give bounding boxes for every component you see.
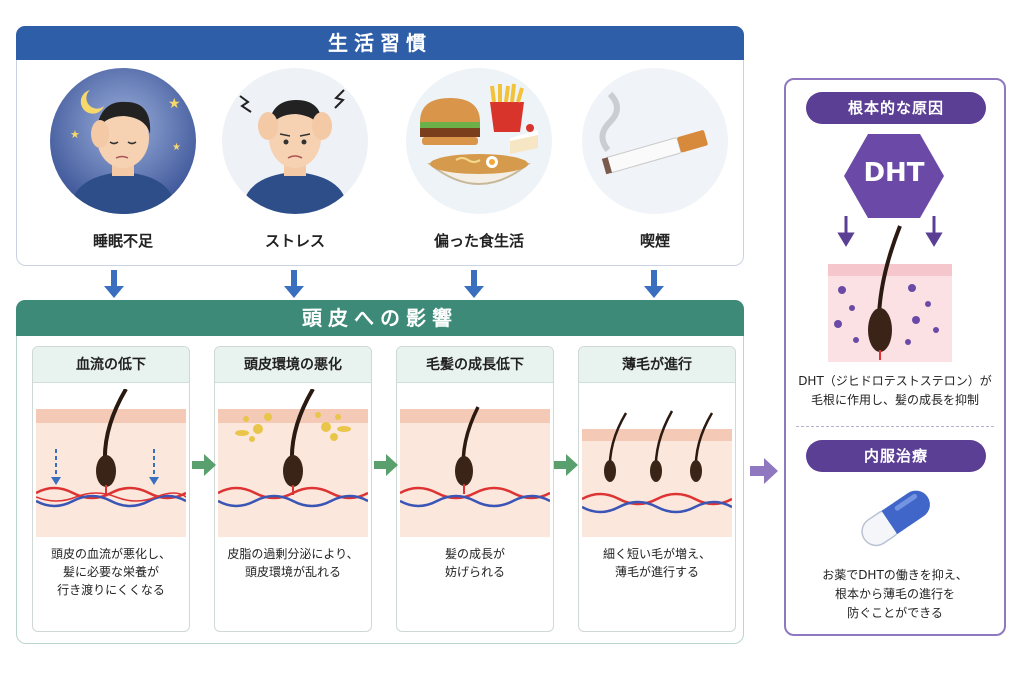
cigarette-icon [582,68,728,214]
treatment-desc-line: 防ぐことができる [847,606,943,620]
stage-title: 血流の低下 [33,347,189,383]
stage-card-thinning: 薄毛が進行 細く短い毛が増え、 薄毛が進行する [578,346,736,632]
down-arrow-icon [104,270,124,298]
cause-diet: 偏った食生活 [394,64,564,260]
stage-card-scalp-environment: 頭皮環境の悪化 皮脂の過剰分泌により、 頭皮環境が乱れる [214,346,372,632]
dht-hexagon-icon [844,134,944,218]
hair-thinning-diagram-icon [582,410,732,537]
cause-label: ストレス [264,232,325,250]
right-arrow-icon [554,454,578,476]
down-arrow-icon [284,270,304,298]
down-arrow-icon [644,270,664,298]
cause-stress: ストレス [210,64,380,260]
capsule-pill-icon [861,490,930,547]
dht-follicle-diagram-icon [828,216,952,362]
treatment-desc: お薬でDHTの働きを抑え、 根本から薄毛の進行を 防ぐことができる [790,566,1000,623]
cause-label: 偏った食生活 [433,232,524,250]
lifestyle-title: 生活習慣 [16,26,744,60]
stage-title: 頭皮環境の悪化 [215,347,371,383]
right-arrow-icon [750,458,778,484]
down-arrow-icon [464,270,484,298]
treatment-desc-line: 根本から薄毛の進行を [834,587,955,601]
root-cause-title: 根本的な原因 [806,92,986,124]
root-cause-desc-line: 毛根に作用し、髪の成長を抑制 [810,393,979,407]
stage-desc-line: 髪の成長が [444,547,505,561]
cause-smoking: 喫煙 [570,64,740,260]
stage-card-blood-flow: 血流の低下 頭皮の血流が悪化し、 髪に必要な栄養が 行き渡りにくくなる [32,346,190,632]
stage-desc-line: 行き渡りにくくなる [57,583,165,597]
right-arrow-icon [192,454,216,476]
treatment-desc-line: お薬でDHTの働きを抑え、 [822,568,968,582]
stressed-person-icon [222,68,368,214]
dht-badge: DHT [863,158,925,188]
cause-label: 睡眠不足 [92,232,153,250]
treatment-title: 内服治療 [806,440,986,472]
root-cause-desc: DHT（ジヒドロテストステロン）が 毛根に作用し、髪の成長を抑制 [790,372,1000,410]
stage-desc-line: 頭皮環境が乱れる [244,565,341,579]
panel-divider [796,426,994,427]
right-arrow-icon [374,454,398,476]
stage-desc-line: 妨げられる [444,565,505,579]
hair-growth-diagram-icon [400,406,550,537]
stage-title: 薄毛が進行 [579,347,735,383]
stage-desc-line: 薄毛が進行する [614,565,699,579]
root-cause-desc-line: DHT（ジヒドロテストステロン）が [798,374,992,388]
stage-title: 毛髪の成長低下 [397,347,553,383]
stage-card-hair-growth: 毛髪の成長低下 髪の成長が 妨げられる [396,346,554,632]
svg-text:★: ★ [70,128,80,141]
stage-desc-line: 皮脂の過剰分泌により、 [227,547,359,561]
cause-sleep: ★ ★ ★ 睡眠不足 [38,64,208,260]
stage-desc-line: 細く短い毛が増え、 [602,547,711,561]
scalp-blood-flow-diagram-icon [36,389,186,537]
stage-desc-line: 頭皮の血流が悪化し、 [50,547,171,561]
scalp-effects-title: 頭皮への影響 [16,300,744,336]
stage-desc-line: 髪に必要な栄養が [62,565,159,579]
cause-label: 喫煙 [639,232,670,250]
svg-text:★: ★ [168,96,181,112]
sleepless-person-icon: ★ ★ ★ [50,68,196,214]
scalp-sebum-diagram-icon [218,389,368,537]
svg-text:★: ★ [172,142,181,153]
junk-food-icon [406,68,552,214]
